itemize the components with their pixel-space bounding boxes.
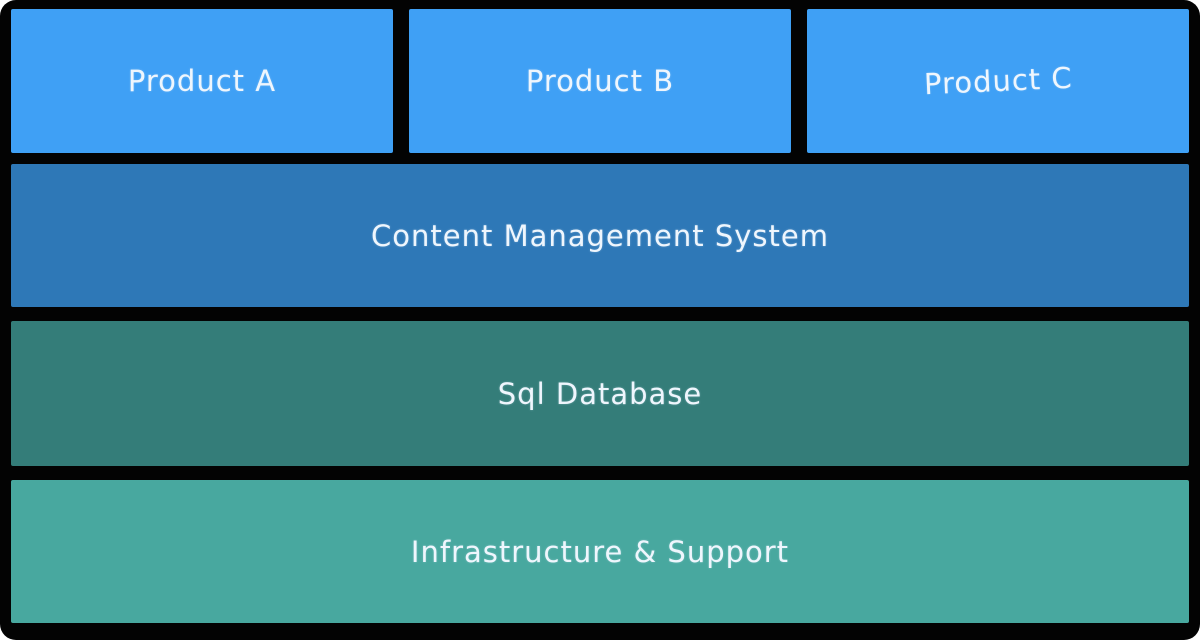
sql-database-label: Sql Database bbox=[497, 376, 703, 411]
infrastructure-support-layer: Infrastructure & Support bbox=[11, 480, 1189, 623]
product-a-label: Product A bbox=[127, 64, 277, 98]
infrastructure-support-label: Infrastructure & Support bbox=[410, 534, 790, 569]
product-b-box: Product B bbox=[409, 9, 791, 153]
sql-database-layer: Sql Database bbox=[11, 321, 1189, 466]
products-row: Product A Product B Product C bbox=[11, 9, 1189, 153]
product-a-box: Product A bbox=[11, 9, 393, 153]
product-b-label: Product B bbox=[525, 64, 675, 98]
product-c-label: Product C bbox=[923, 60, 1073, 102]
content-management-system-label: Content Management System bbox=[371, 218, 829, 253]
content-management-system-layer: Content Management System bbox=[11, 164, 1189, 307]
product-c-box: Product C bbox=[807, 9, 1189, 153]
